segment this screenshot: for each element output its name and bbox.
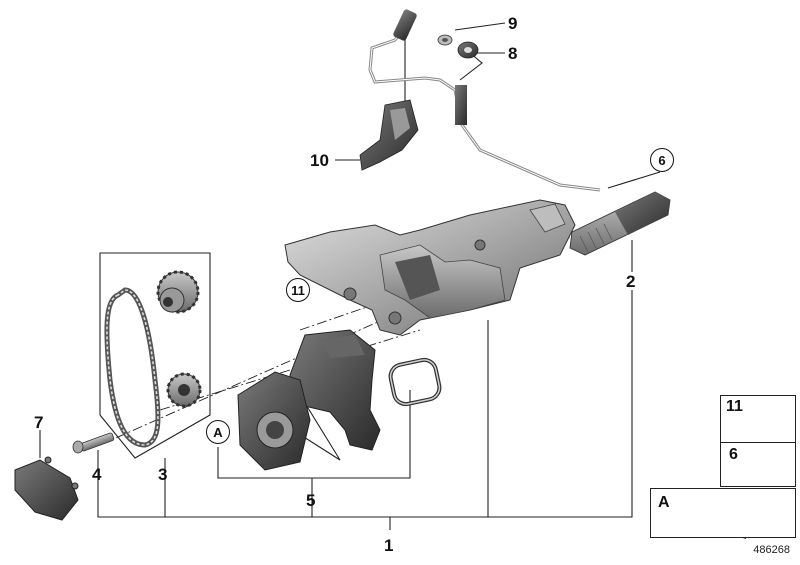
legend-box-11	[720, 395, 796, 443]
gasket-ring	[388, 357, 442, 407]
legend-box-A	[650, 488, 796, 538]
label-part-11-circled: 11	[286, 278, 310, 302]
legend-label-A: A	[658, 494, 670, 511]
intake-pipe-part-5	[237, 329, 381, 471]
oil-level-sensor-cable	[368, 9, 601, 192]
seal-ring-part-8	[457, 41, 479, 59]
diagram-reference-id: 486268	[753, 544, 790, 556]
label-part-4: 4	[92, 465, 102, 484]
legend-box-6	[720, 442, 796, 487]
upper-sprocket	[156, 270, 200, 314]
label-part-3: 3	[158, 465, 168, 484]
washer-part-9	[437, 34, 453, 46]
legend-label-6: 6	[729, 446, 738, 463]
bracket-part-10	[359, 99, 419, 171]
control-valve	[569, 191, 671, 256]
label-part-10: 10	[310, 151, 329, 170]
label-part-6-circled: 6	[650, 148, 674, 172]
label-part-8: 8	[508, 44, 518, 63]
label-A-circled: A	[206, 420, 230, 444]
label-part-7: 7	[34, 413, 44, 432]
label-part-1: 1	[384, 536, 394, 555]
cover-part-7	[14, 456, 79, 521]
label-part-9: 9	[508, 14, 518, 33]
oil-pump-assembly	[284, 199, 576, 336]
label-part-2: 2	[626, 272, 636, 291]
lower-sprocket	[166, 372, 202, 408]
legend-label-11: 11	[726, 398, 743, 415]
bolt-part-4	[72, 432, 115, 454]
timing-chain	[104, 287, 161, 448]
label-part-5: 5	[306, 491, 316, 510]
